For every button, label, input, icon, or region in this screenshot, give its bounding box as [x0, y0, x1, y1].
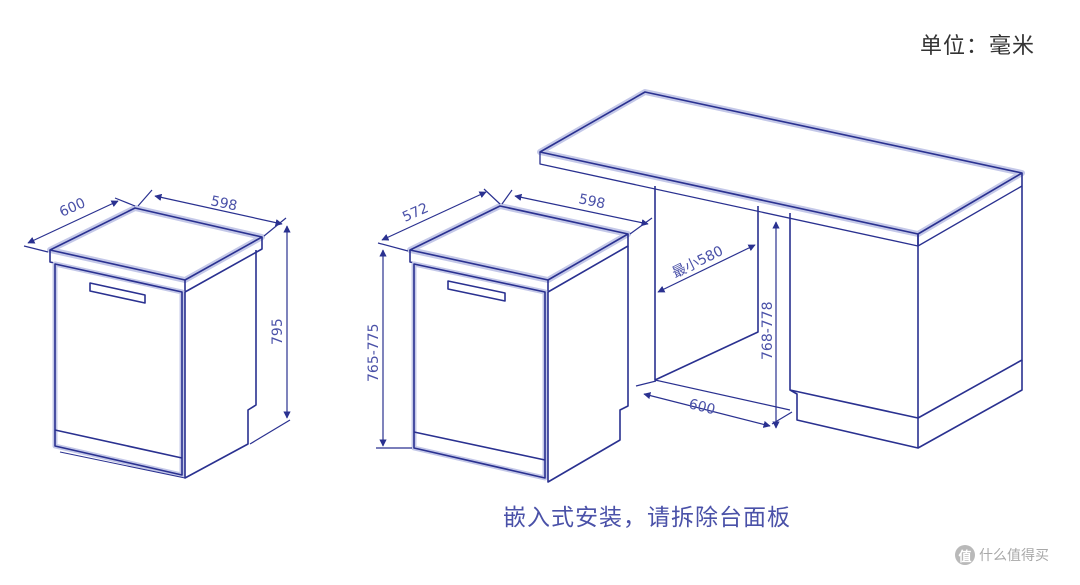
cabinet-side-right	[917, 173, 1023, 419]
fs-height-ext	[249, 419, 291, 445]
cabinet-dims	[635, 221, 793, 429]
cab-opening-arrow	[657, 244, 756, 293]
cabinet	[537, 89, 1025, 449]
bi-door	[413, 263, 546, 479]
bi-width-label: 598	[577, 191, 606, 212]
fs-width-label: 598	[209, 193, 238, 214]
bi-kickplate	[413, 431, 546, 461]
cab-height-label: 768-778	[760, 302, 776, 361]
fs-depth-arrow	[27, 200, 119, 244]
bi-depth-ext1	[377, 242, 409, 252]
fs-door	[54, 263, 183, 476]
cab-depth-ext2	[771, 411, 793, 425]
fs-depth-ext1	[23, 245, 49, 253]
fs-width-ext1	[137, 189, 153, 207]
fs-kickplate	[54, 429, 183, 459]
watermark: 值 什么值得买	[955, 545, 1049, 565]
bi-height-label: 765-775	[366, 324, 382, 383]
fs-lip-side	[184, 237, 263, 293]
fs-handle	[89, 282, 146, 304]
bi-width-ext2	[629, 217, 653, 235]
bi-width-ext1	[501, 189, 513, 205]
fs-height-label: 795	[270, 318, 286, 345]
right-cabinet-front	[789, 213, 919, 419]
cabinet-labels: 最小580 600 768-778	[670, 243, 776, 418]
cab-depth-arrow	[643, 392, 771, 428]
watermark-logo-icon: 值	[955, 545, 975, 565]
bi-depth-label: 572	[400, 200, 431, 225]
fs-width-ext2	[263, 217, 287, 237]
opening-floor	[654, 379, 791, 411]
cab-depth-label: 600	[687, 396, 717, 418]
bi-side	[547, 246, 629, 483]
bi-width-arrow	[514, 193, 649, 227]
opening-back	[654, 186, 759, 381]
freestanding-dims	[23, 189, 291, 445]
watermark-text: 什么值得买	[979, 548, 1049, 564]
bi-depth-ext2	[483, 188, 501, 205]
fs-base	[59, 451, 186, 479]
builtin-dims	[376, 188, 653, 449]
bi-depth-arrow	[381, 191, 487, 241]
right-cabinet-plinth-side	[917, 360, 1023, 449]
installation-caption: 嵌入式安装，请拆除台面板	[503, 505, 791, 531]
bi-handle	[447, 280, 506, 302]
fs-side	[184, 250, 257, 479]
cab-opening-label: 最小580	[670, 243, 726, 281]
fs-depth-ext2	[114, 197, 136, 207]
cab-depth-ext1	[635, 380, 657, 387]
freestanding-dishwasher	[47, 205, 265, 479]
unit-label: 单位：毫米	[920, 34, 1036, 59]
builtin-dishwasher	[407, 203, 631, 483]
countertop-front	[539, 152, 1023, 247]
fs-width-arrow	[154, 193, 283, 227]
right-cabinet-plinth	[789, 389, 919, 449]
countertop-edge	[537, 89, 1025, 237]
